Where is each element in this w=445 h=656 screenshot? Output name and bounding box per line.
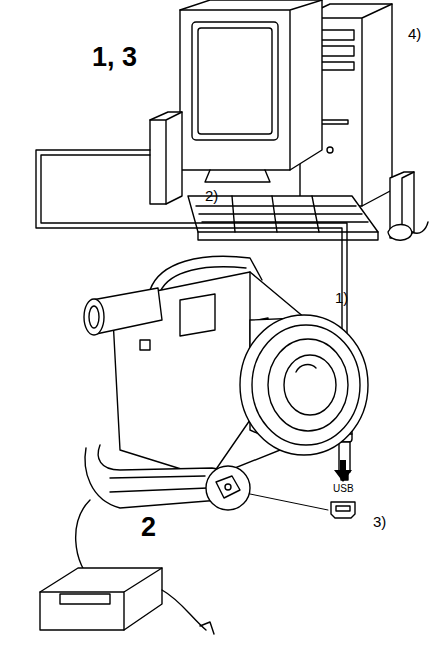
step-number: 1, 3	[92, 44, 137, 71]
callout-number: 3)	[373, 514, 386, 529]
camcorder	[76, 256, 368, 586]
port-label: USB	[333, 484, 354, 494]
callout-number: 4)	[408, 26, 421, 41]
callout-number: 1)	[335, 290, 348, 305]
keyboard	[188, 196, 428, 240]
step-number: 2	[141, 514, 156, 541]
battery-charger	[40, 568, 214, 634]
callout-number: 2)	[205, 188, 218, 203]
pc-monitor	[180, 0, 322, 182]
speaker	[150, 112, 414, 238]
usb-port-icon	[331, 502, 355, 518]
insert-arrow	[334, 460, 352, 482]
